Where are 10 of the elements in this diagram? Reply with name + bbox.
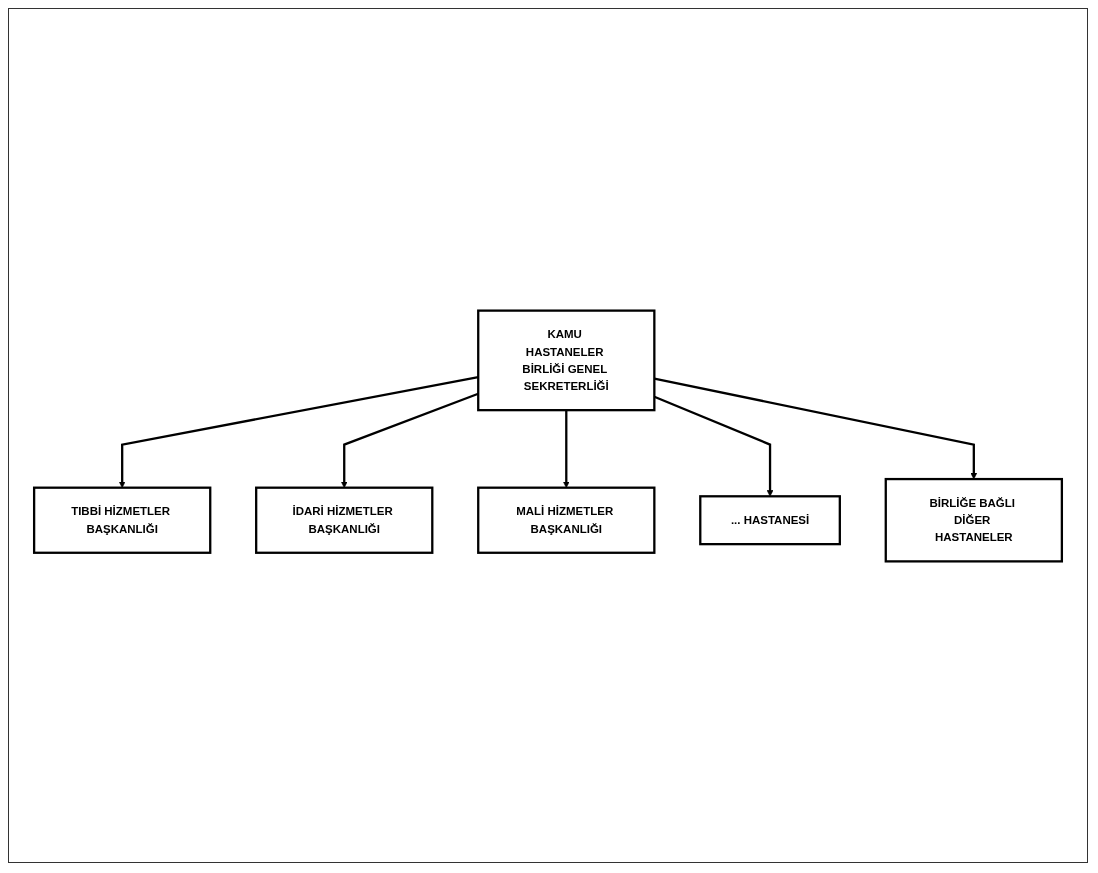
arrow [118, 375, 479, 488]
node-box: İDARİ HİZMETLER BAŞKANLIĞI [255, 486, 434, 554]
node-box: KAMU HASTANELER BİRLİĞİ GENEL SEKRETERLİĞİ [477, 308, 656, 411]
arrow [340, 392, 479, 488]
node-box: MALİ HİZMETLER BAŞKANLIĞI [477, 486, 656, 554]
arrow [654, 376, 978, 479]
node-box: ... HASTANESİ [699, 494, 841, 545]
arrow [562, 409, 570, 488]
node-box: TIBBİ HİZMETLER BAŞKANLIĞI [33, 486, 212, 554]
node-box: BİRLİĞE BAĞLI DİĞER HASTANELER [884, 477, 1063, 563]
